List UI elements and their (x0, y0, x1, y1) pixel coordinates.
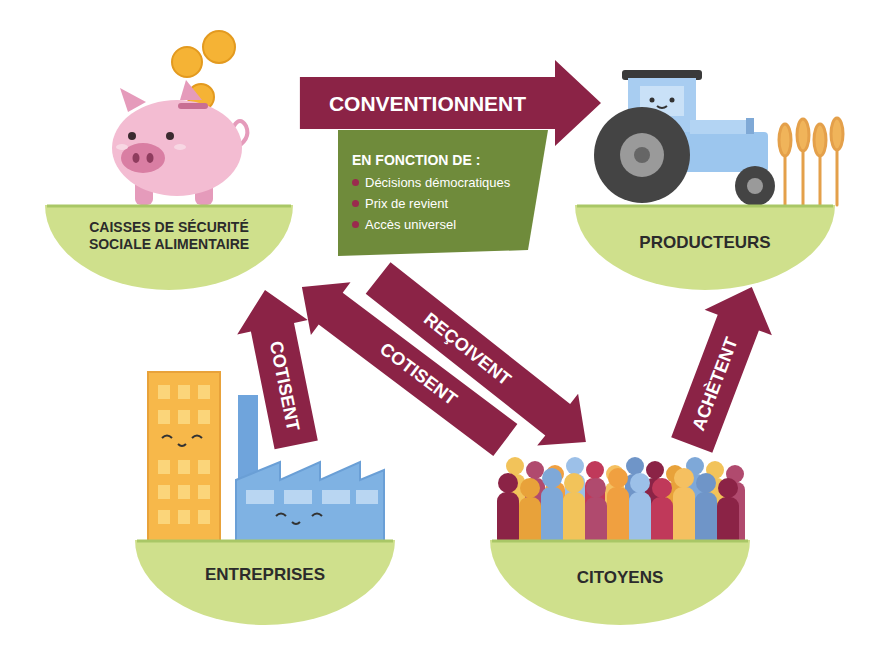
node-title: CAISSES DE SÉCURITÉ SOCIALE ALIMENTAIRE (69, 219, 269, 253)
tractor (594, 70, 775, 206)
flow-arrow (671, 287, 772, 453)
office-building (148, 372, 220, 542)
node-content: PRODUCTEURS (595, 205, 815, 254)
node-content: CAISSES DE SÉCURITÉ SOCIALE ALIMENTAIRE (69, 205, 269, 253)
ground-node: ENTREPRISES (135, 540, 395, 625)
node-content: ENTREPRISES (155, 540, 375, 586)
ground-node: CITOYENS (490, 540, 750, 625)
node-title: PRODUCTEURS (595, 233, 815, 254)
bullet-dot (352, 221, 359, 228)
coins (172, 31, 235, 110)
node-content: CITOYENS (510, 540, 730, 589)
box-heading: EN FONCTION DE : (352, 152, 534, 168)
grass-edge (137, 540, 393, 543)
criteria-text: Décisions démocratiques (365, 175, 510, 190)
arrow-label: CONVENTIONNENT (329, 93, 526, 114)
piggy-bank (112, 80, 247, 205)
criteria-item: Prix de revient (352, 196, 534, 211)
ground-fill (490, 540, 750, 625)
criteria-item: Décisions démocratiques (352, 175, 534, 190)
node-title: ENTREPRISES (155, 565, 375, 586)
criteria-text: Accès universel (365, 217, 456, 232)
wheat (779, 118, 843, 205)
ground-node: CAISSES DE SÉCURITÉ SOCIALE ALIMENTAIRE (45, 205, 293, 290)
ground-fill (45, 205, 293, 290)
node-content: EN FONCTION DE : Décisions démocratiquesP… (338, 130, 548, 252)
bullet-dot (352, 179, 359, 186)
box-shape (338, 130, 548, 256)
grass-edge (577, 205, 833, 208)
criteria-item: Accès universel (352, 217, 534, 232)
flow-arrow (366, 262, 586, 445)
ground-fill (135, 540, 395, 625)
flow-arrow (237, 290, 318, 449)
box-fill (338, 130, 548, 256)
grass-edge (492, 540, 748, 543)
criteria-text: Prix de revient (365, 196, 448, 211)
grass-edge (47, 205, 291, 208)
node-title: CITOYENS (510, 568, 730, 589)
criteria-box: EN FONCTION DE : Décisions démocratiquesP… (338, 130, 548, 256)
ground-fill (575, 205, 835, 290)
ground-node: PRODUCTEURS (575, 205, 835, 290)
crowd (497, 457, 745, 548)
bullet-dot (352, 200, 359, 207)
